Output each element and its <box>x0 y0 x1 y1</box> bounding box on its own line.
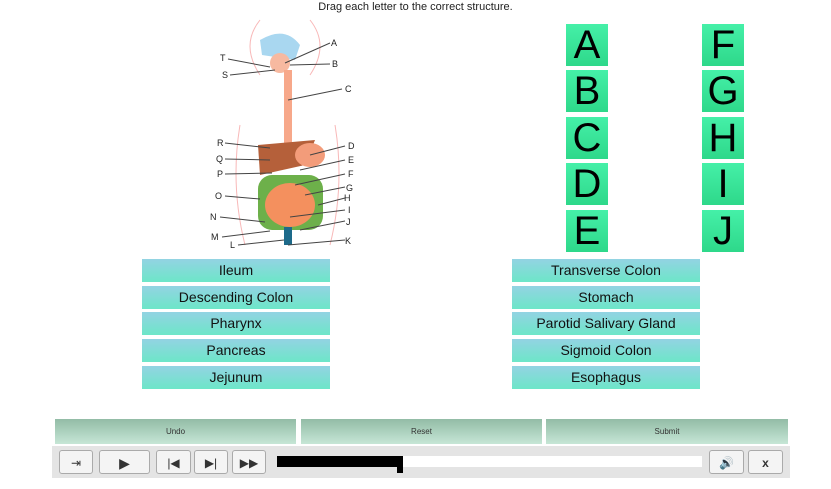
close-button[interactable]: x <box>748 450 783 474</box>
label-i: I <box>348 205 351 215</box>
letter-tile-i[interactable]: I <box>702 163 744 205</box>
label-m: M <box>211 232 219 242</box>
label-l: L <box>230 240 235 250</box>
fast-forward-button[interactable]: ▶▶ <box>232 450 266 474</box>
body-outline <box>235 19 340 246</box>
label-o: O <box>215 191 222 201</box>
mouth <box>270 53 290 73</box>
letter-tile-b[interactable]: B <box>566 70 608 112</box>
undo-button[interactable]: Undo <box>55 419 296 444</box>
skip-forward-icon: ▶| <box>204 456 218 470</box>
letter-tile-h[interactable]: H <box>702 117 744 159</box>
rectum <box>284 227 292 245</box>
label-h: H <box>344 193 351 203</box>
label-e: E <box>348 155 354 165</box>
close-icon: x <box>762 456 769 470</box>
speaker-icon: 🔊 <box>719 456 734 470</box>
drop-target-pharynx[interactable]: Pharynx <box>142 312 330 335</box>
label-b: B <box>332 59 338 69</box>
nasal-cavity <box>260 33 300 60</box>
letter-tile-d[interactable]: D <box>566 163 608 205</box>
drop-target-jejunum[interactable]: Jejunum <box>142 366 330 389</box>
drop-target-ileum[interactable]: Ileum <box>142 259 330 282</box>
exit-button[interactable]: ⇥ <box>59 450 93 474</box>
small-intestine <box>265 183 315 227</box>
drop-target-stomach[interactable]: Stomach <box>512 286 700 309</box>
letter-tile-f[interactable]: F <box>702 24 744 66</box>
exit-icon: ⇥ <box>70 456 82 470</box>
label-j: J <box>346 217 351 227</box>
drop-target-sigmoid-colon[interactable]: Sigmoid Colon <box>512 339 700 362</box>
progress-thumb[interactable] <box>397 456 404 473</box>
label-t: T <box>220 53 226 63</box>
label-s: S <box>222 70 228 80</box>
letter-tile-j[interactable]: J <box>702 210 744 252</box>
submit-button[interactable]: Submit <box>546 419 788 444</box>
diagram-labels-left: T S R Q P O N M L <box>210 53 235 250</box>
diagram-labels-right: A B C D E F G H I J K <box>331 38 355 246</box>
esophagus-shape <box>284 70 292 150</box>
label-p: P <box>217 169 223 179</box>
drop-target-descending-colon[interactable]: Descending Colon <box>142 286 330 309</box>
drop-target-pancreas[interactable]: Pancreas <box>142 339 330 362</box>
label-d: D <box>348 141 355 151</box>
label-k: K <box>345 236 351 246</box>
drop-target-parotid-salivary-gland[interactable]: Parotid Salivary Gland <box>512 312 700 335</box>
label-r: R <box>217 138 224 148</box>
letter-tile-e[interactable]: E <box>566 210 608 252</box>
reset-button[interactable]: Reset <box>301 419 542 444</box>
skip-back-icon: |◀ <box>167 456 180 470</box>
letter-tile-c[interactable]: C <box>566 117 608 159</box>
play-button[interactable]: ▶ <box>99 450 150 474</box>
label-f: F <box>348 169 354 179</box>
label-q: Q <box>216 154 223 164</box>
letter-tile-a[interactable]: A <box>566 24 608 66</box>
drop-target-esophagus[interactable]: Esophagus <box>512 366 700 389</box>
label-n: N <box>210 212 217 222</box>
progress-slider[interactable] <box>277 456 702 473</box>
letter-tile-g[interactable]: G <box>702 70 744 112</box>
play-icon: ▶ <box>119 455 130 471</box>
label-g: G <box>346 183 353 193</box>
next-button[interactable]: ▶| <box>194 450 228 474</box>
label-a: A <box>331 38 337 48</box>
label-c: C <box>345 84 352 94</box>
instruction-text: Drag each letter to the correct structur… <box>318 1 513 13</box>
digestive-system-diagram: A B C D E F G H I J K T S R Q P O N M L <box>210 19 355 250</box>
progress-fill <box>277 456 401 467</box>
drop-target-transverse-colon[interactable]: Transverse Colon <box>512 259 700 282</box>
previous-button[interactable]: |◀ <box>156 450 191 474</box>
fast-forward-icon: ▶▶ <box>239 456 259 470</box>
volume-button[interactable]: 🔊 <box>709 450 744 474</box>
